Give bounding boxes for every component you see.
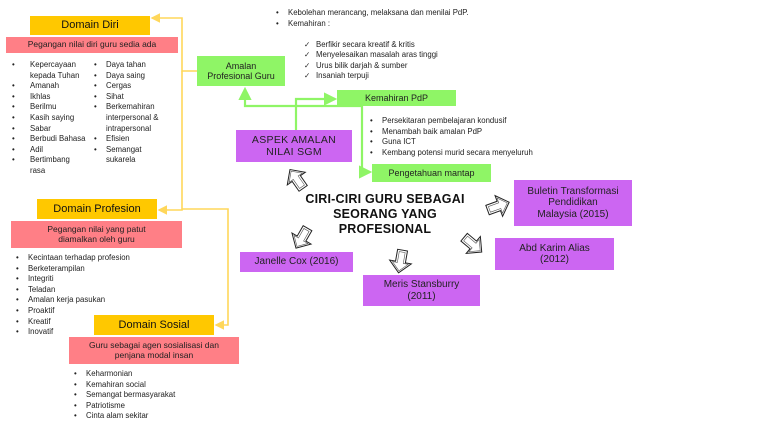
list-item: Cergas [92, 81, 172, 92]
arrow-to-janelle-icon [285, 222, 318, 255]
connector-to-domain-diri [150, 13, 197, 72]
list-item: Teladan [14, 285, 184, 296]
list-item: Adil [8, 145, 86, 156]
domain-sosial-list: KeharmonianKemahiran socialSemangat berm… [72, 369, 242, 422]
connector-to-amalan [238, 86, 298, 130]
list-item: Berkemahiran interpersonal & intraperson… [92, 102, 172, 134]
list-item: Inovatif [14, 327, 184, 338]
subtitle-line: Guru sebagai agen sosialisasi dan [89, 339, 219, 350]
list-item: Sihat [92, 92, 172, 103]
arrow-to-meris-icon [387, 247, 414, 276]
list-item: Amalan kerja pasukan [14, 295, 184, 306]
list-item: Kemahiran : [274, 19, 474, 30]
amalan-profesional-guru-box: Amalan Profesional Guru [197, 56, 285, 86]
label-line: (2011) [407, 290, 436, 302]
list-item: Ikhlas [8, 92, 86, 103]
list-item: Insaniah terpuji [304, 71, 504, 82]
list-item: Kepercayaan kepada Tuhan [8, 60, 86, 81]
arrow-to-abd-karim-icon [456, 228, 490, 261]
list-item: Berfikir secara kreatif & kritis [304, 40, 504, 51]
amalan-skills-list: Berfikir secara kreatif & kritisMenyeles… [304, 40, 504, 82]
label-line: Amalan [225, 60, 257, 71]
label-line: Abd Karim Alias [519, 242, 590, 254]
title-line: PROFESIONAL [338, 222, 432, 236]
list-item: Keharmonian [72, 369, 242, 380]
list-item: Daya saing [92, 71, 172, 82]
subtitle-line: Pegangan nilai yang patut [47, 223, 146, 234]
domain-diri-list-2: Daya tahanDaya saingCergasSihatBerkemahi… [92, 60, 172, 166]
domain-diri-heading: Domain Diri [30, 16, 150, 35]
list-item: Menambah baik amalan PdP [368, 127, 598, 138]
list-item: Daya tahan [92, 60, 172, 71]
label-line: (2012) [540, 254, 569, 265]
label-line: Buletin Transformasi [527, 185, 619, 197]
subtitle-line: diamalkan oleh guru [58, 233, 135, 244]
label-line: Pendidikan [548, 197, 598, 209]
kemahiran-pdp-list: Persekitaran pembelajaran kondusifMenamb… [368, 116, 598, 158]
domain-diri-subtitle: Pegangan nilai diri guru sedia ada [6, 37, 178, 53]
list-item: Berketerampilan [14, 264, 184, 275]
list-item: Sabar [8, 124, 86, 135]
title-line: SEORANG YANG [333, 207, 437, 221]
label-line: Profesional Guru [207, 71, 275, 81]
list-item: Patriotisme [72, 401, 242, 412]
aspek-amalan-nilai-sgm-box: ASPEK AMALAN NILAI SGM [236, 130, 352, 162]
list-item: Kecintaan terhadap profesion [14, 253, 184, 264]
label-line: NILAI SGM [266, 146, 322, 158]
list-item: Berilmu [8, 102, 86, 113]
list-item: Amanah [8, 81, 86, 92]
connector-to-domain-sosial [182, 208, 229, 330]
list-item: Kebolehan merancang, melaksana dan menil… [274, 8, 474, 19]
list-item: Kemahiran social [72, 380, 242, 391]
source-meris-box: Meris Stansburry (2011) [363, 275, 480, 306]
pengetahuan-mantap-box: Pengetahuan mantap [372, 164, 491, 182]
list-item: Kreatif [14, 317, 184, 328]
source-abd-karim-box: Abd Karim Alias (2012) [495, 238, 614, 270]
green-connector [238, 86, 373, 179]
domain-profesion-list: Kecintaan terhadap profesionBerketerampi… [14, 253, 184, 338]
connector-to-kemahiran-pdp [294, 92, 338, 106]
label-line: ASPEK AMALAN [251, 133, 337, 146]
list-item: Efisien [92, 134, 172, 145]
domain-diri-list-1: Kepercayaan kepada TuhanAmanahIkhlasBeri… [8, 60, 86, 177]
list-item: Bertimbang rasa [8, 155, 86, 176]
list-item: Semangat bermasyarakat [72, 390, 242, 401]
list-item: Proaktif [14, 306, 184, 317]
list-item: Kasih saying [8, 113, 86, 124]
subtitle-line: penjana modal insan [114, 349, 194, 360]
source-buletin-box: Buletin Transformasi Pendidikan Malaysia… [514, 180, 632, 226]
list-item: Integriti [14, 274, 184, 285]
kemahiran-pdp-box: Kemahiran PdP [337, 90, 456, 106]
amalan-list: Kebolehan merancang, melaksana dan menil… [274, 8, 474, 29]
list-item: Urus bilik darjah & sumber [304, 61, 504, 72]
list-item: Guna ICT [368, 137, 598, 148]
main-title: CIRI-CIRI GURU SEBAGAI SEORANG YANG PROF… [285, 192, 485, 237]
list-item: Menyelesaikan masalah aras tinggi [304, 50, 504, 61]
domain-sosial-heading: Domain Sosial [94, 315, 214, 335]
source-janelle-box: Janelle Cox (2016) [240, 252, 353, 272]
yellow-connector [150, 13, 229, 330]
arrow-to-aspek-icon [280, 162, 313, 196]
list-item: Cinta alam sekitar [72, 411, 242, 422]
domain-profesion-heading: Domain Profesion [37, 199, 157, 219]
label-line: Meris Stansburry [383, 279, 460, 290]
domain-profesion-subtitle: Pegangan nilai yang patut diamalkan oleh… [11, 221, 182, 248]
connector-to-pengetahuan [296, 104, 373, 179]
list-item: Persekitaran pembelajaran kondusif [368, 116, 598, 127]
list-item: Berbudi Bahasa [8, 134, 86, 145]
arrow-to-buletin-icon [483, 191, 514, 221]
connector-to-domain-profesion [157, 71, 183, 215]
title-line: CIRI-CIRI GURU SEBAGAI [305, 192, 465, 206]
list-item: Kembang potensi murid secara menyeluruh [368, 148, 598, 159]
domain-sosial-subtitle: Guru sebagai agen sosialisasi dan penjan… [69, 337, 239, 364]
list-item: Semangat sukarela [92, 145, 172, 166]
label-line: Malaysia (2015) [537, 208, 609, 220]
